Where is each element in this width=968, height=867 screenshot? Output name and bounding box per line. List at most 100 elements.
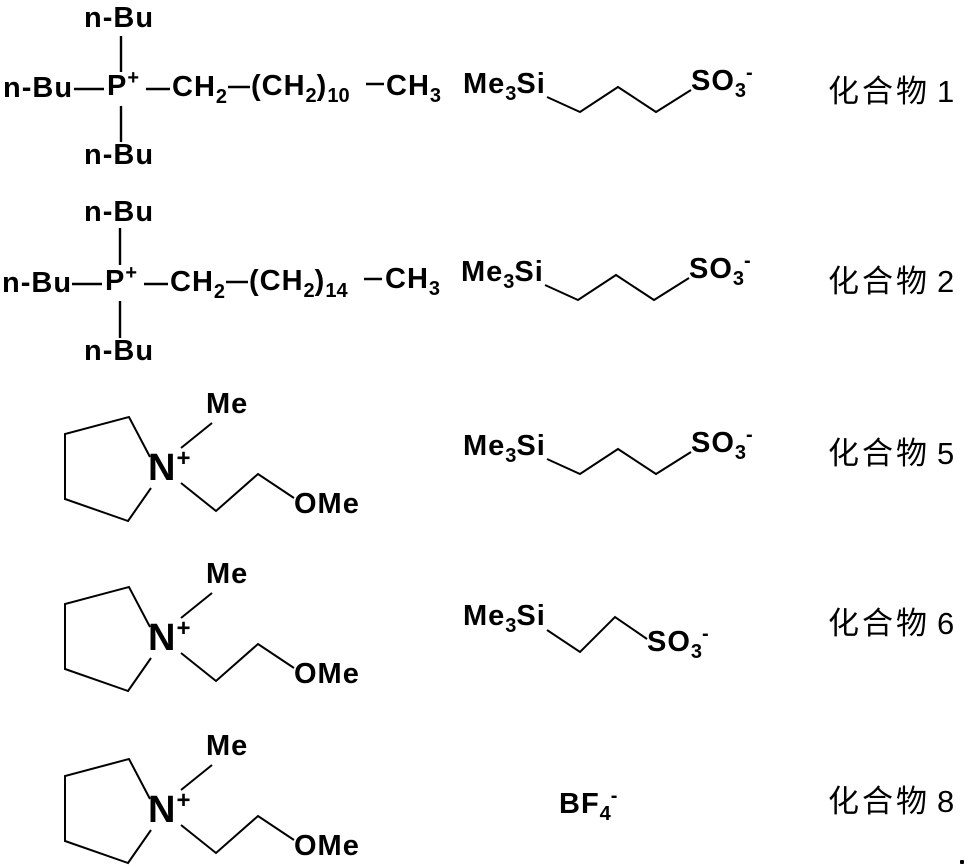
me3si-sub: 3 [505, 615, 517, 637]
compound-1-anion-chain [546, 85, 692, 114]
me3si-sub: 3 [505, 83, 517, 105]
minus-charge: - [744, 250, 751, 272]
me3si-label: Me3Si [463, 68, 546, 105]
sulfonate-label: SO3- [691, 425, 753, 463]
ch3-label: CH3 [385, 263, 440, 300]
so-base: SO [691, 427, 735, 459]
me3si-sub: 3 [505, 445, 517, 467]
compound-1-cation-bonds [74, 36, 384, 142]
compound-label-name: 化合物 [828, 74, 930, 109]
me3si-base: Me [463, 600, 506, 632]
me3si-si: Si [516, 430, 546, 462]
compound-label-name: 化合物 [828, 606, 930, 641]
chain-open: (CH [251, 70, 306, 102]
methyl-label: Me [206, 730, 249, 762]
compound-label-number: 2 [937, 264, 955, 299]
methoxy-label: OMe [294, 658, 360, 690]
minus-charge: - [610, 785, 618, 807]
me3si-label: Me3Si [463, 430, 546, 467]
nitrogen-atom-label: N+ [148, 447, 190, 489]
so-base: SO [691, 65, 735, 97]
chain-count: 10 [327, 85, 350, 107]
artifact-dot [960, 860, 964, 864]
n-bu-top-label: n-Bu [84, 196, 155, 228]
ch3-base: CH [385, 263, 429, 295]
bf4-label: BF4- [559, 786, 617, 824]
ch3-base: CH [386, 70, 430, 102]
compound-label-name: 化合物 [828, 436, 930, 471]
ch3-label: CH3 [386, 70, 441, 107]
n-symbol: N [148, 617, 177, 659]
alkyl-chain-label: (CH2)10 [251, 70, 350, 107]
methoxy-label: OMe [294, 488, 360, 520]
me3si-si: Si [516, 600, 546, 632]
compound-label-number: 6 [937, 606, 955, 641]
p-symbol: P [105, 265, 126, 297]
minus-charge: - [746, 62, 753, 84]
phosphonium-atom-label: P+ [105, 263, 137, 297]
nitrogen-atom-label: N+ [148, 789, 190, 830]
compound-2-cation-bonds [72, 228, 382, 338]
compound-8-cation-ring [64, 757, 295, 865]
me3si-base: Me [463, 68, 506, 100]
so-sub: 3 [734, 442, 747, 464]
phosphonium-atom-label: P+ [107, 68, 139, 102]
so-sub: 3 [732, 268, 745, 290]
ch2-base: CH [170, 266, 214, 298]
chain-open: (CH [249, 265, 304, 297]
compound-5-cation-ring [64, 415, 295, 523]
so-sub: 3 [690, 641, 703, 663]
compound-label-name: 化合物 [828, 264, 930, 299]
ch2-sub: 2 [215, 86, 228, 108]
sulfonate-label: SO3- [647, 624, 709, 662]
chain-close: ) [314, 265, 326, 297]
n-bu-top-label: n-Bu [84, 2, 155, 34]
compound-5-anion-chain [546, 447, 692, 476]
ch2-sub: 2 [213, 281, 226, 303]
methyl-label: Me [206, 558, 249, 590]
chain-sub: 2 [303, 280, 315, 302]
me3si-si: Si [514, 256, 544, 288]
compound-6-cation-ring [64, 585, 295, 693]
ch2-label: CH2 [170, 266, 225, 303]
compound-label-number: 1 [937, 74, 955, 109]
methoxy-label: OMe [294, 830, 360, 862]
ch2-label: CH2 [172, 71, 227, 108]
so-base: SO [689, 253, 733, 285]
plus-charge: + [176, 445, 191, 472]
chain-sub: 2 [305, 85, 317, 107]
ch2-base: CH [172, 71, 216, 103]
compound-2-anion-chain [544, 273, 690, 302]
methyl-label: Me [206, 388, 249, 420]
n-symbol: N [148, 447, 177, 489]
n-bu-left-label: n-Bu [2, 267, 73, 299]
ch3-sub: 3 [428, 278, 441, 300]
compound-label-number: 5 [937, 436, 955, 471]
n-bu-left-label: n-Bu [3, 72, 74, 104]
me3si-si: Si [516, 68, 546, 100]
me3si-base: Me [461, 256, 504, 288]
so-base: SO [647, 626, 691, 658]
minus-charge: - [746, 424, 753, 446]
nitrogen-atom-label: N+ [148, 617, 190, 659]
p-symbol: P [107, 70, 128, 102]
so-sub: 3 [734, 80, 747, 102]
sulfonate-label: SO3- [691, 63, 753, 101]
plus-charge: + [176, 787, 191, 814]
me3si-label: Me3Si [463, 600, 546, 637]
alkyl-chain-label: (CH2)14 [249, 265, 348, 302]
minus-charge: - [702, 623, 709, 645]
ch3-sub: 3 [429, 85, 442, 107]
plus-charge: + [125, 262, 138, 284]
compound-label-name: 化合物 [828, 784, 930, 819]
n-bu-bottom-label: n-Bu [84, 139, 155, 171]
plus-charge: + [176, 615, 191, 642]
bf4-sub: 4 [599, 803, 611, 825]
me3si-label: Me3Si [461, 256, 544, 293]
